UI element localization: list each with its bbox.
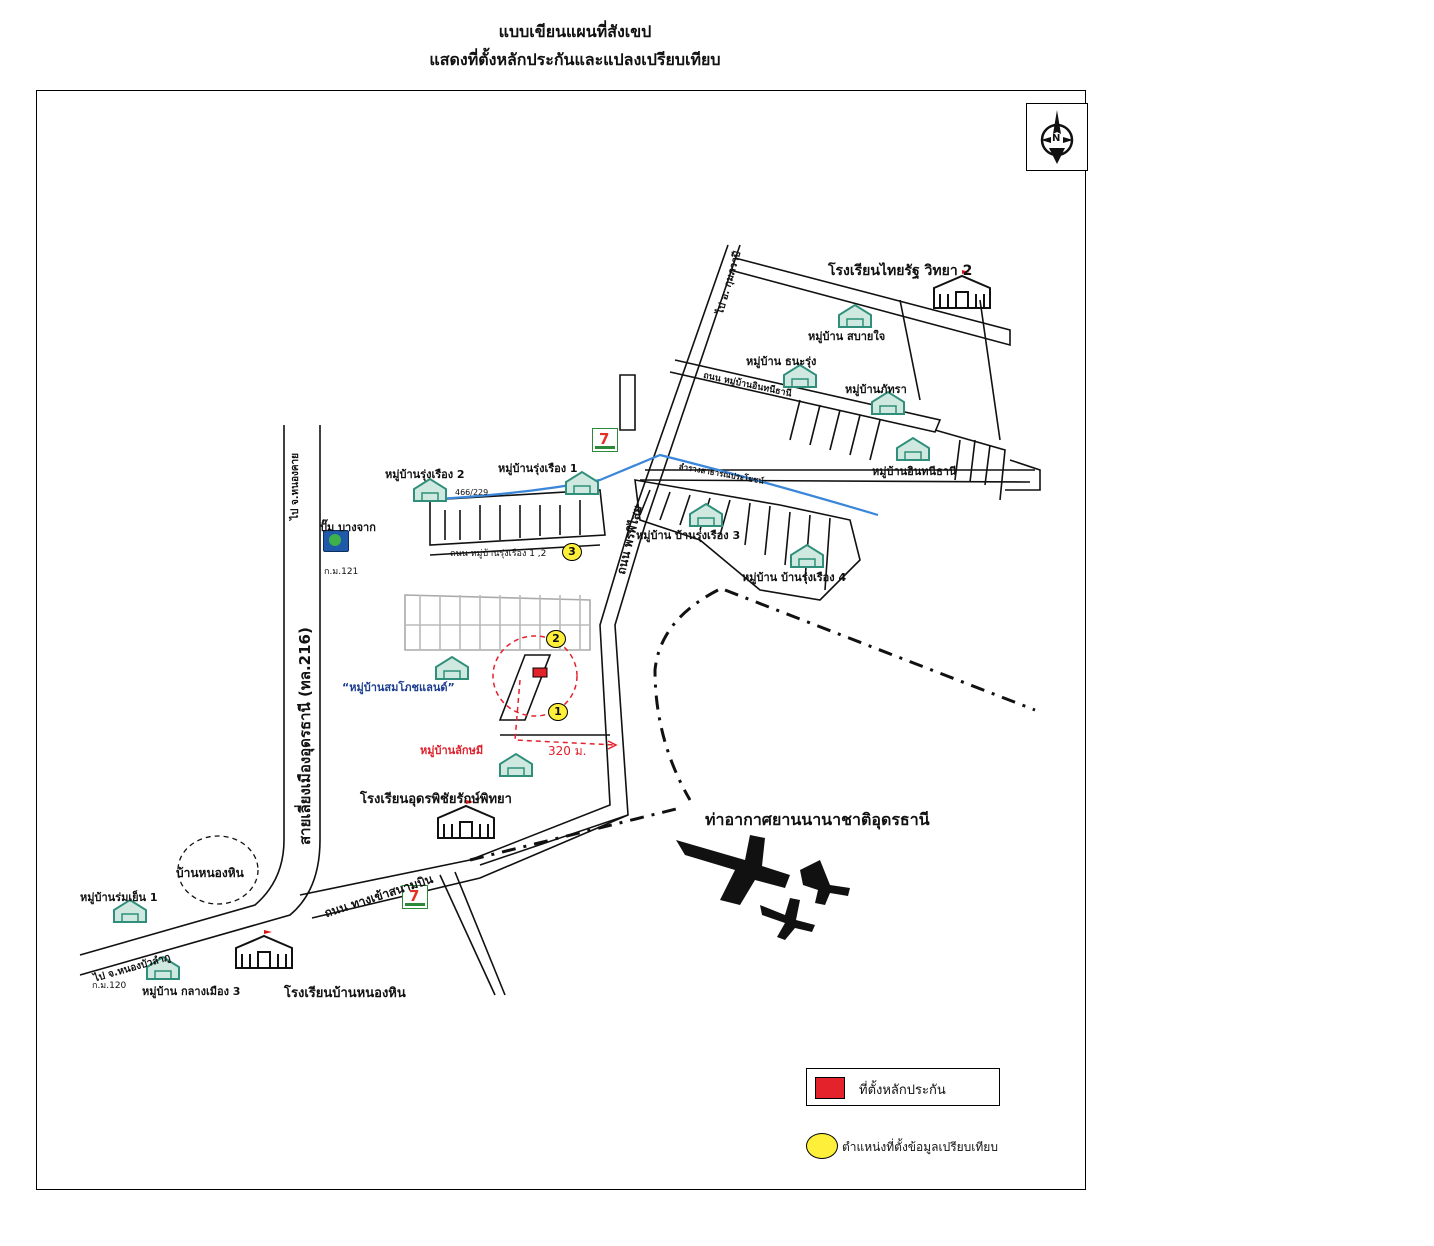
school-icon bbox=[437, 800, 495, 839]
canal-line bbox=[419, 453, 879, 517]
label-village-inthanee: หมู่บ้านอินทนีธานี bbox=[872, 465, 957, 478]
label-village-sabaijai: หมู่บ้าน สบายใจ bbox=[808, 330, 886, 343]
comparison-marker-3: 3 bbox=[562, 543, 582, 561]
comparison-marker-1: 1 bbox=[548, 703, 568, 721]
label-school-thairath: โรงเรียนไทยรัฐ วิทยา 2 bbox=[828, 263, 973, 279]
school-icon bbox=[933, 270, 991, 309]
route-dashed bbox=[514, 679, 616, 746]
label-village-klangmueang: หมู่บ้าน กลางเมือง 3 bbox=[142, 985, 241, 998]
village-icon bbox=[413, 477, 447, 502]
village-icon bbox=[146, 955, 180, 980]
road-phonphisai-left bbox=[469, 244, 729, 861]
village-icon bbox=[565, 470, 599, 495]
label-km121: ก.ม.121 bbox=[324, 567, 359, 577]
village-icon bbox=[435, 655, 469, 680]
road-south bbox=[439, 871, 506, 996]
comparison-marker-2: 2 bbox=[546, 630, 566, 648]
village-icon bbox=[790, 543, 824, 568]
label-school-udonphichai: โรงเรียนอุดรพิชัยรักษ์พิทยา bbox=[360, 792, 512, 807]
village-icon bbox=[838, 303, 872, 328]
collateral-swatch bbox=[815, 1077, 845, 1099]
village-icon bbox=[783, 363, 817, 388]
seven-eleven-icon: 7 bbox=[402, 885, 428, 909]
road-airport-top bbox=[299, 859, 471, 896]
seven-eleven-icon: 7 bbox=[592, 428, 618, 452]
label-village-lakmi: หมู่บ้านลักษมี bbox=[420, 744, 484, 757]
airport-boundary bbox=[653, 588, 719, 801]
village-icon bbox=[689, 502, 723, 527]
village-icon bbox=[871, 390, 905, 415]
gas-pump-icon bbox=[323, 530, 349, 552]
label-village-somphot: “หมู่บ้านสมโภชแลนด์” bbox=[342, 681, 455, 694]
legend-comparison-text: ตำแหน่งที่ตั้งข้อมูลเปรียบเทียบ bbox=[842, 1140, 998, 1154]
label-distance: 320 ม. bbox=[548, 744, 587, 758]
label-village-rungrueang2: หมู่บ้านรุ่งเรือง 2 bbox=[385, 468, 465, 481]
village-icon bbox=[499, 752, 533, 777]
label-school-bannonghin: โรงเรียนบ้านหนองหิน bbox=[284, 986, 406, 1001]
compass-north-icon: N bbox=[1026, 103, 1088, 171]
legend-collateral: ที่ตั้งหลักประกัน bbox=[806, 1068, 1000, 1106]
label-village-romyen: หมู่บ้านร่มเย็น 1 bbox=[80, 891, 158, 904]
village-icon bbox=[896, 436, 930, 461]
legend-collateral-text: ที่ตั้งหลักประกัน bbox=[859, 1083, 946, 1098]
label-house-no: 466/229 bbox=[455, 488, 489, 497]
map-title: แบบเขียนแผนที่สังเขป bbox=[498, 22, 652, 41]
label-village-phattra: หมู่บ้านภัทรา bbox=[845, 383, 907, 396]
map-subtitle: แสดงที่ตั้งหลักประกันและแปลงเปรียบเทียบ bbox=[429, 50, 721, 69]
label-road-rungrueang: ถนน หมู่บ้านรุ่งเรือง 1 ,2 bbox=[450, 549, 547, 559]
map-frame bbox=[36, 90, 1086, 1190]
label-village-rungrueang3: หมู่บ้าน บ้านรุ่งเรือง 3 bbox=[636, 529, 741, 542]
label-village-rungrueang4: หมู่บ้าน บ้านรุ่งเรือง 4 bbox=[742, 571, 847, 584]
road-airport-bottom bbox=[311, 814, 629, 919]
road-bypass-right bbox=[79, 425, 321, 976]
school-icon bbox=[235, 930, 293, 969]
airplane-icons bbox=[676, 835, 850, 940]
village-icon bbox=[113, 898, 147, 923]
label-village-thanarung: หมู่บ้าน ธนะรุ่ง bbox=[746, 355, 817, 368]
label-pump: ปั๊ม บางจาก bbox=[320, 521, 376, 534]
label-km120: ก.ม.120 bbox=[92, 981, 127, 991]
label-road-bypass: สายเลี่ยงเมืองอุดรธานี (ทล.216) bbox=[296, 627, 314, 845]
collateral-radius bbox=[492, 635, 578, 717]
label-village-rungrueang1: หมู่บ้านรุ่งเรือง 1 bbox=[498, 462, 578, 475]
collateral-marker bbox=[532, 667, 548, 678]
compass-label: N bbox=[1052, 133, 1061, 144]
label-road-to-nongkhai: ไป จ.หนองคาย bbox=[290, 453, 301, 520]
ban-nonghin-circle bbox=[177, 835, 259, 905]
label-ban-nonghin: บ้านหนองหิน bbox=[176, 866, 244, 880]
road-bypass-left bbox=[79, 425, 285, 956]
label-airport: ท่าอากาศยานนานาชาติอุดรธานี bbox=[705, 810, 930, 829]
comparison-swatch bbox=[806, 1133, 838, 1159]
